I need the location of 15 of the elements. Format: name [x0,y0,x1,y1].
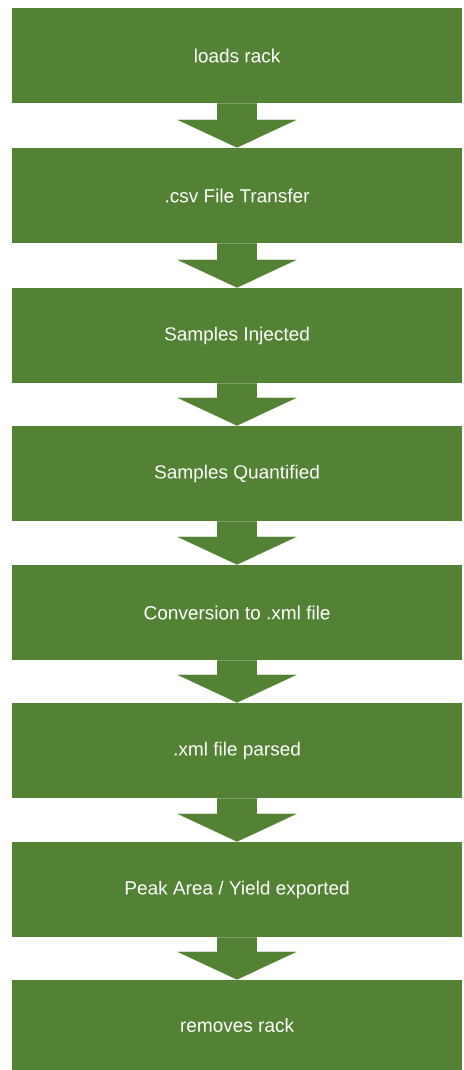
process-box: loads rack [12,8,462,103]
process-box: .csv File Transfer [12,148,462,243]
process-box: Peak Area / Yield exported [12,842,462,937]
arrow [177,521,297,565]
arrow [177,243,297,288]
arrow [177,660,297,703]
process-box: removes rack [12,980,462,1070]
process-box: .xml file parsed [12,703,462,798]
process-box: Samples Quantified [12,426,462,521]
arrow [177,937,297,980]
arrow [177,383,297,426]
process-box: Samples Injected [12,288,462,383]
arrow [177,103,297,148]
process-box: Conversion to .xml file [12,565,462,660]
arrow [177,798,297,842]
